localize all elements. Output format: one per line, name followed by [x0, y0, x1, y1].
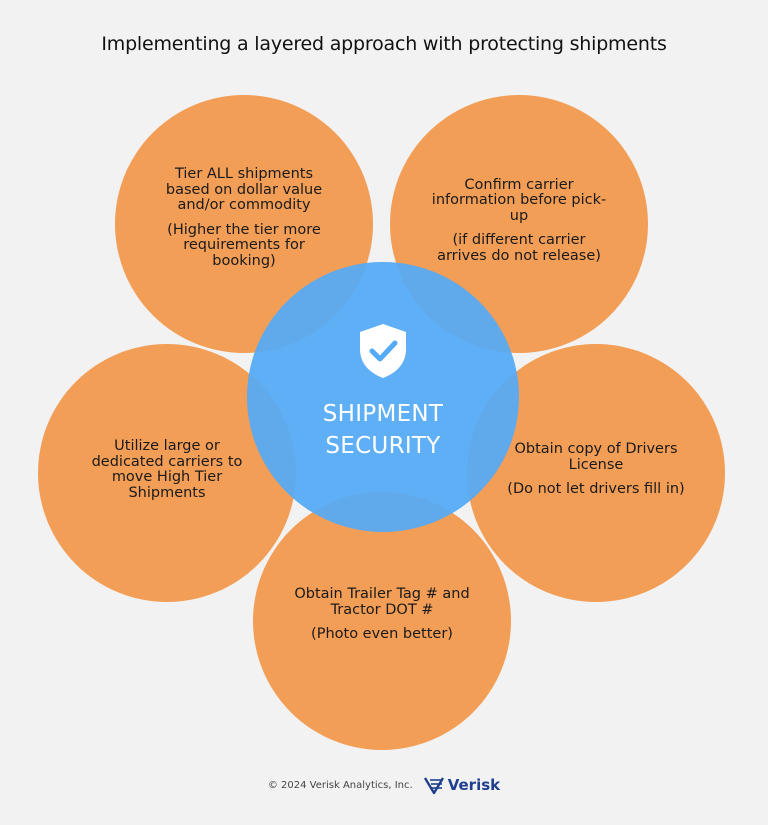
shield-check-icon — [360, 324, 406, 378]
center-title-line1: SHIPMENT — [322, 401, 444, 427]
circle-main-text: Tier ALL shipments based on dollar value… — [165, 166, 323, 213]
logo-text: Verisk — [447, 776, 501, 794]
circle-sub-text: (Photo even better) — [311, 626, 453, 643]
copyright-text: © 2024 Verisk Analytics, Inc. — [267, 779, 413, 791]
circle-main-text: Utilize large or dedicated carriers to m… — [91, 438, 243, 501]
circle-trailer-tag: Obtain Trailer Tag # and Tractor DOT # (… — [253, 492, 511, 750]
circle-main-text: Confirm carrier information before pick-… — [431, 176, 607, 224]
verisk-logo-icon — [423, 777, 444, 795]
circle-main-text: Obtain Trailer Tag # and Tractor DOT # — [294, 586, 470, 618]
diagram-title: Implementing a layered approach with pro… — [101, 33, 667, 55]
verisk-logo: Verisk — [423, 775, 500, 795]
circle-sub-text: (Do not let drivers fill in) — [507, 481, 685, 498]
center-title-line2: SECURITY — [325, 433, 441, 459]
circle-drivers-license: Obtain copy of Drivers License (Do not l… — [467, 344, 725, 602]
center-circle-shipment-security: SHIPMENT SECURITY — [247, 262, 519, 532]
footer: © 2024 Verisk Analytics, Inc. Verisk — [0, 775, 768, 795]
circle-sub-text: (if different carrier arrives do not rel… — [437, 232, 601, 264]
circle-main-text: Obtain copy of Drivers License — [514, 441, 678, 473]
circle-sub-text: (Higher the tier more requirements for b… — [167, 221, 321, 269]
circle-tier-shipments: Tier ALL shipments based on dollar value… — [115, 95, 373, 353]
